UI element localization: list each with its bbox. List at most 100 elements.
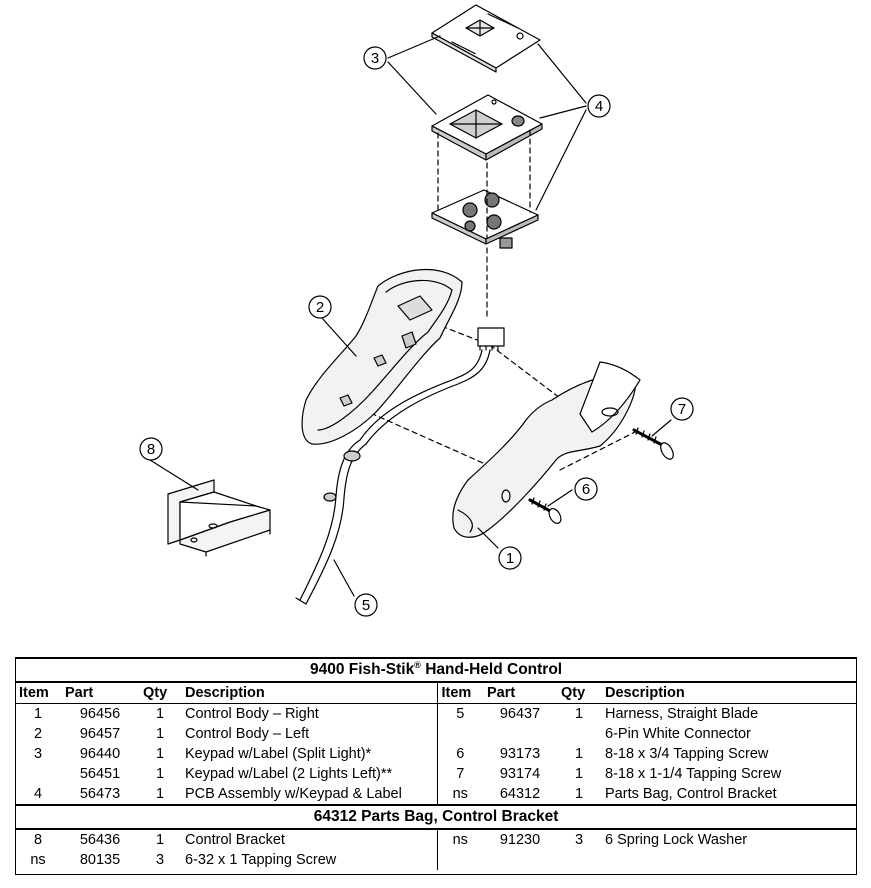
part-cell: 96456 <box>79 706 121 722</box>
part-cell: 80135 <box>79 852 121 868</box>
part-cell-right: 64312 <box>499 786 541 802</box>
qty-cell: 1 <box>155 746 165 762</box>
item-cell: 1 <box>33 706 43 722</box>
screw-item6 <box>528 497 562 524</box>
header-description-right: Description <box>601 682 858 704</box>
item-cell: 8 <box>33 832 43 848</box>
parts-table: 9400 Fish-Stik® Hand-Held Control Item P… <box>15 657 858 870</box>
qty-cell: 1 <box>155 766 165 782</box>
description-cell: 6-32 x 1 Tapping Screw <box>181 850 438 870</box>
qty-cell-right <box>557 850 601 870</box>
table-row: 4 56473 1 PCB Assembly w/Keypad & Label ns 64… <box>15 784 857 805</box>
description-cell: Control Body – Right <box>181 703 438 724</box>
callout-2: 2 <box>308 295 332 319</box>
table-row: 3 96440 1 Keypad w/Label (Split Light)* 6 931… <box>15 744 857 764</box>
item-cell-right: ns <box>452 832 468 848</box>
header-item: Item <box>15 682 61 704</box>
description-cell: Control Bracket <box>181 829 438 850</box>
alignment-lines <box>329 129 636 476</box>
main-rows: 1 96456 1 Control Body – Right 5 96437 1 Harnes… <box>15 703 857 805</box>
callout-1: 1 <box>498 546 522 570</box>
callout-3: 3 <box>363 46 387 70</box>
qty-cell: 1 <box>155 706 165 722</box>
callout-7: 7 <box>670 397 694 421</box>
leader-lines <box>149 35 672 597</box>
qty-cell: 3 <box>155 852 165 868</box>
screw-item7 <box>632 427 674 460</box>
control-body-right <box>452 361 641 538</box>
table-row: 8 56436 1 Control Bracket ns 91230 3 6 Spring L… <box>15 829 857 850</box>
qty-cell-right: 1 <box>574 706 584 722</box>
control-body-left <box>301 268 463 445</box>
part-cell: 96457 <box>79 726 121 742</box>
header-item-right: Item <box>437 682 483 704</box>
item-cell-right <box>437 850 483 870</box>
qty-cell-right: 1 <box>574 766 584 782</box>
qty-cell-right: 1 <box>574 746 584 762</box>
pcb-keypad-middle <box>431 94 543 161</box>
exploded-parts-diagram: 3 4 2 7 8 6 1 5 <box>139 4 694 617</box>
part-cell-right: 96437 <box>499 706 541 722</box>
part-cell-right: 93174 <box>499 766 541 782</box>
part-cell: 56473 <box>79 786 121 802</box>
part-cell: 96440 <box>79 746 121 762</box>
callout-8: 8 <box>139 437 163 461</box>
svg-text:8: 8 <box>147 441 155 458</box>
qty-cell: 1 <box>155 786 165 802</box>
subtitle-row: 64312 Parts Bag, Control Bracket <box>15 804 858 830</box>
description-cell-right: 8-18 x 1-1/4 Tapping Screw <box>605 766 782 782</box>
description-cell-right: 8-18 x 3/4 Tapping Screw <box>605 746 769 762</box>
callout-5: 5 <box>354 593 378 617</box>
part-cell-right: 91230 <box>499 832 541 848</box>
keypad-label-top <box>431 4 541 73</box>
item-cell: ns <box>30 852 46 868</box>
item-cell-right: ns <box>452 786 468 802</box>
qty-cell-right <box>557 724 601 744</box>
header-qty-right: Qty <box>557 682 601 704</box>
svg-text:1: 1 <box>506 550 514 567</box>
description-cell: Control Body – Left <box>181 724 438 744</box>
part-cell-right: 93173 <box>499 746 541 762</box>
item-cell-right: 5 <box>456 706 465 722</box>
table-bottom-rule <box>15 874 857 875</box>
description-cell-right: 6-Pin White Connector <box>605 726 751 742</box>
table-row: ns 80135 3 6-32 x 1 Tapping Screw <box>15 850 857 870</box>
item-cell <box>15 764 61 784</box>
header-part-right: Part <box>483 682 557 704</box>
header-description: Description <box>181 682 438 704</box>
table-subtitle: 64312 Parts Bag, Control Bracket <box>15 804 858 830</box>
svg-text:2: 2 <box>316 299 324 316</box>
description-cell: PCB Assembly w/Keypad & Label <box>181 784 438 805</box>
table-header-row: Item Part Qty Description Item Part Qty … <box>15 682 858 704</box>
part-cell: 56436 <box>79 832 121 848</box>
svg-text:3: 3 <box>371 50 379 67</box>
description-cell-right: 6 Spring Lock Washer <box>605 832 748 848</box>
description-cell: Keypad w/Label (Split Light)* <box>181 744 438 764</box>
qty-cell-right: 1 <box>574 786 584 802</box>
callout-4: 4 <box>587 94 611 118</box>
table-title-row: 9400 Fish-Stik® Hand-Held Control <box>15 657 858 683</box>
header-qty: Qty <box>139 682 181 704</box>
qty-cell-right: 3 <box>574 832 584 848</box>
part-cell-right <box>483 724 557 744</box>
qty-cell: 1 <box>155 832 165 848</box>
description-cell: Keypad w/Label (2 Lights Left)** <box>181 764 438 784</box>
description-cell-right: Parts Bag, Control Bracket <box>605 786 777 802</box>
item-cell: 3 <box>33 746 43 762</box>
harness-cable <box>295 327 505 605</box>
control-bracket <box>167 479 271 557</box>
table-row: 1 96456 1 Control Body – Right 5 96437 1 Harnes… <box>15 703 857 724</box>
item-cell-right: 6 <box>456 746 465 762</box>
pcb-board-bottom <box>431 189 539 249</box>
item-cell: 2 <box>33 726 43 742</box>
description-cell-right: Harness, Straight Blade <box>605 706 759 722</box>
item-cell-right: 7 <box>456 766 465 782</box>
svg-text:5: 5 <box>362 597 370 614</box>
callouts: 3 4 2 7 8 6 1 5 <box>139 46 694 617</box>
item-cell: 4 <box>33 786 43 802</box>
svg-text:7: 7 <box>678 401 686 418</box>
svg-text:6: 6 <box>582 481 590 498</box>
header-part: Part <box>61 682 139 704</box>
